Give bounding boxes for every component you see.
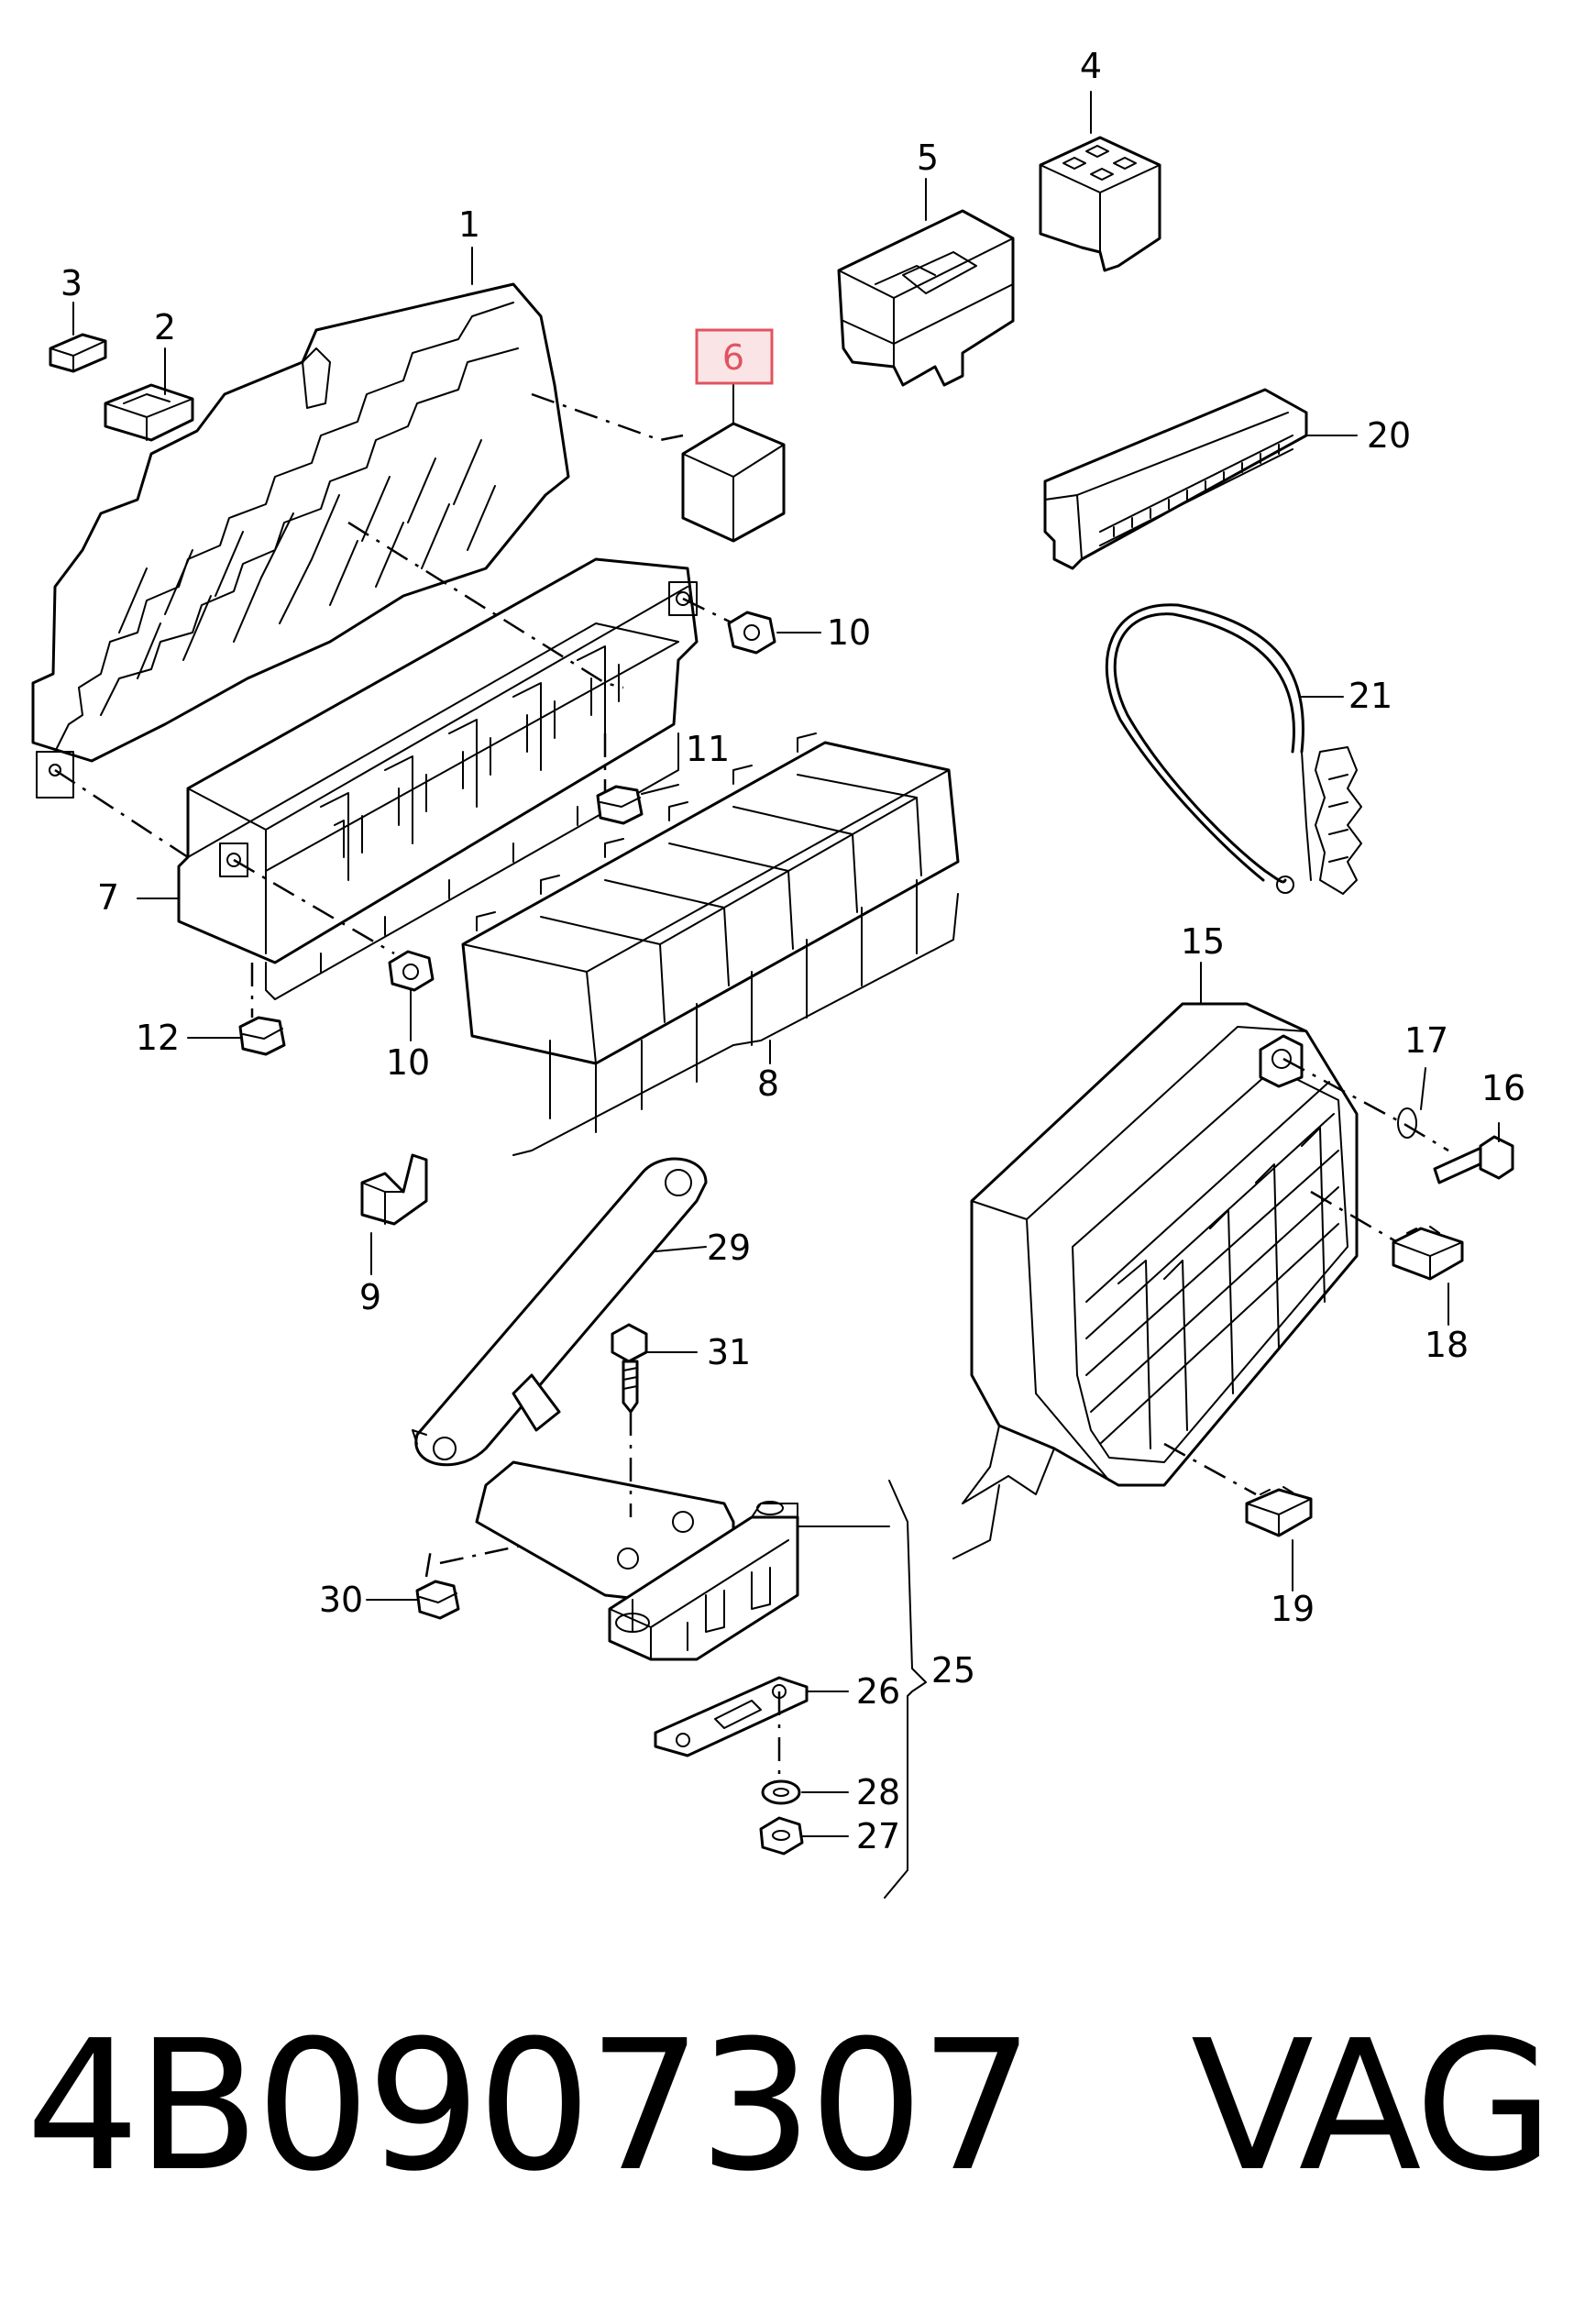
callout-30: 30 (319, 1580, 363, 1620)
nut-part-30 (415, 1580, 460, 1620)
callout-labels: 1 2 3 4 5 6 7 8 9 10 10 11 12 15 16 17 1… (61, 46, 1525, 1856)
callout-15: 15 (1181, 921, 1225, 962)
callout-31: 31 (707, 1332, 751, 1372)
callout-8: 8 (757, 1063, 779, 1104)
cover-housing-part-15 (952, 1002, 1359, 1559)
callout-11: 11 (686, 729, 730, 769)
callout-20: 20 (1367, 415, 1411, 456)
callout-7: 7 (97, 877, 119, 918)
callout-29: 29 (707, 1228, 751, 1268)
callout-28: 28 (856, 1772, 900, 1812)
callout-5: 5 (917, 138, 939, 178)
fuse-strip-part-20 (1043, 388, 1308, 570)
relay-part-6 (681, 422, 786, 543)
bracket-clip-part-9 (360, 1153, 428, 1226)
washer-part-17 (1397, 1107, 1417, 1139)
callout-16: 16 (1481, 1068, 1525, 1108)
fuse-part-3 (49, 333, 107, 373)
callout-21: 21 (1348, 676, 1392, 716)
callout-12: 12 (136, 1018, 180, 1058)
connector-housing-part-4 (1039, 136, 1161, 272)
assembly-line (54, 768, 189, 859)
callout-9: 9 (359, 1277, 381, 1317)
assembly-line (347, 521, 624, 689)
part-number-footer: 4B0907307 VAG (26, 2017, 1554, 2197)
bolt-part-31 (611, 1323, 648, 1414)
nut-part-10-lower (388, 950, 435, 992)
nut-part-12 (238, 1016, 286, 1056)
callout-25: 25 (931, 1650, 975, 1691)
assembly-line (424, 1548, 433, 1578)
callout-10-upper: 10 (827, 612, 871, 653)
mounting-bracket-part-25 (475, 1460, 799, 1661)
leader-lines (72, 91, 1500, 1899)
assembly-line (233, 858, 395, 955)
callout-4: 4 (1080, 46, 1102, 86)
callout-26: 26 (856, 1671, 900, 1712)
callout-19: 19 (1271, 1589, 1315, 1629)
callout-18: 18 (1425, 1325, 1469, 1365)
part-number: 4B0907307 (26, 2002, 1034, 2211)
callout-3: 3 (61, 263, 83, 303)
relay-socket-part-5 (837, 209, 1015, 387)
nut-part-27 (759, 1816, 804, 1856)
callout-6: 6 (722, 337, 744, 378)
highlight-box-6 (695, 328, 774, 385)
support-bracket-part-29 (412, 1157, 708, 1467)
assembly-line (1163, 1442, 1257, 1496)
nut-part-10-upper (727, 611, 776, 655)
connector-part-19 (1245, 1486, 1313, 1537)
callout-10-lower: 10 (386, 1042, 430, 1083)
wiring-harness-part-21 (1105, 603, 1362, 895)
relay-carrier-plate (31, 282, 570, 799)
washer-part-28 (761, 1779, 801, 1805)
callout-27: 27 (856, 1816, 900, 1856)
callout-1: 1 (458, 204, 480, 245)
relay-carrier-block (177, 557, 699, 1000)
connector-part-18 (1392, 1226, 1464, 1281)
plate-part-26 (654, 1676, 809, 1757)
bolt-part-16 (1433, 1135, 1514, 1184)
fuse-part-2 (104, 383, 194, 442)
callout-2: 2 (154, 307, 176, 347)
nut-part-11 (596, 785, 644, 825)
relay-set (461, 732, 960, 1156)
assembly-line (1282, 1057, 1449, 1152)
brand-name: VAG (1191, 2002, 1554, 2211)
assembly-line (531, 392, 684, 442)
callout-17: 17 (1404, 1020, 1448, 1061)
